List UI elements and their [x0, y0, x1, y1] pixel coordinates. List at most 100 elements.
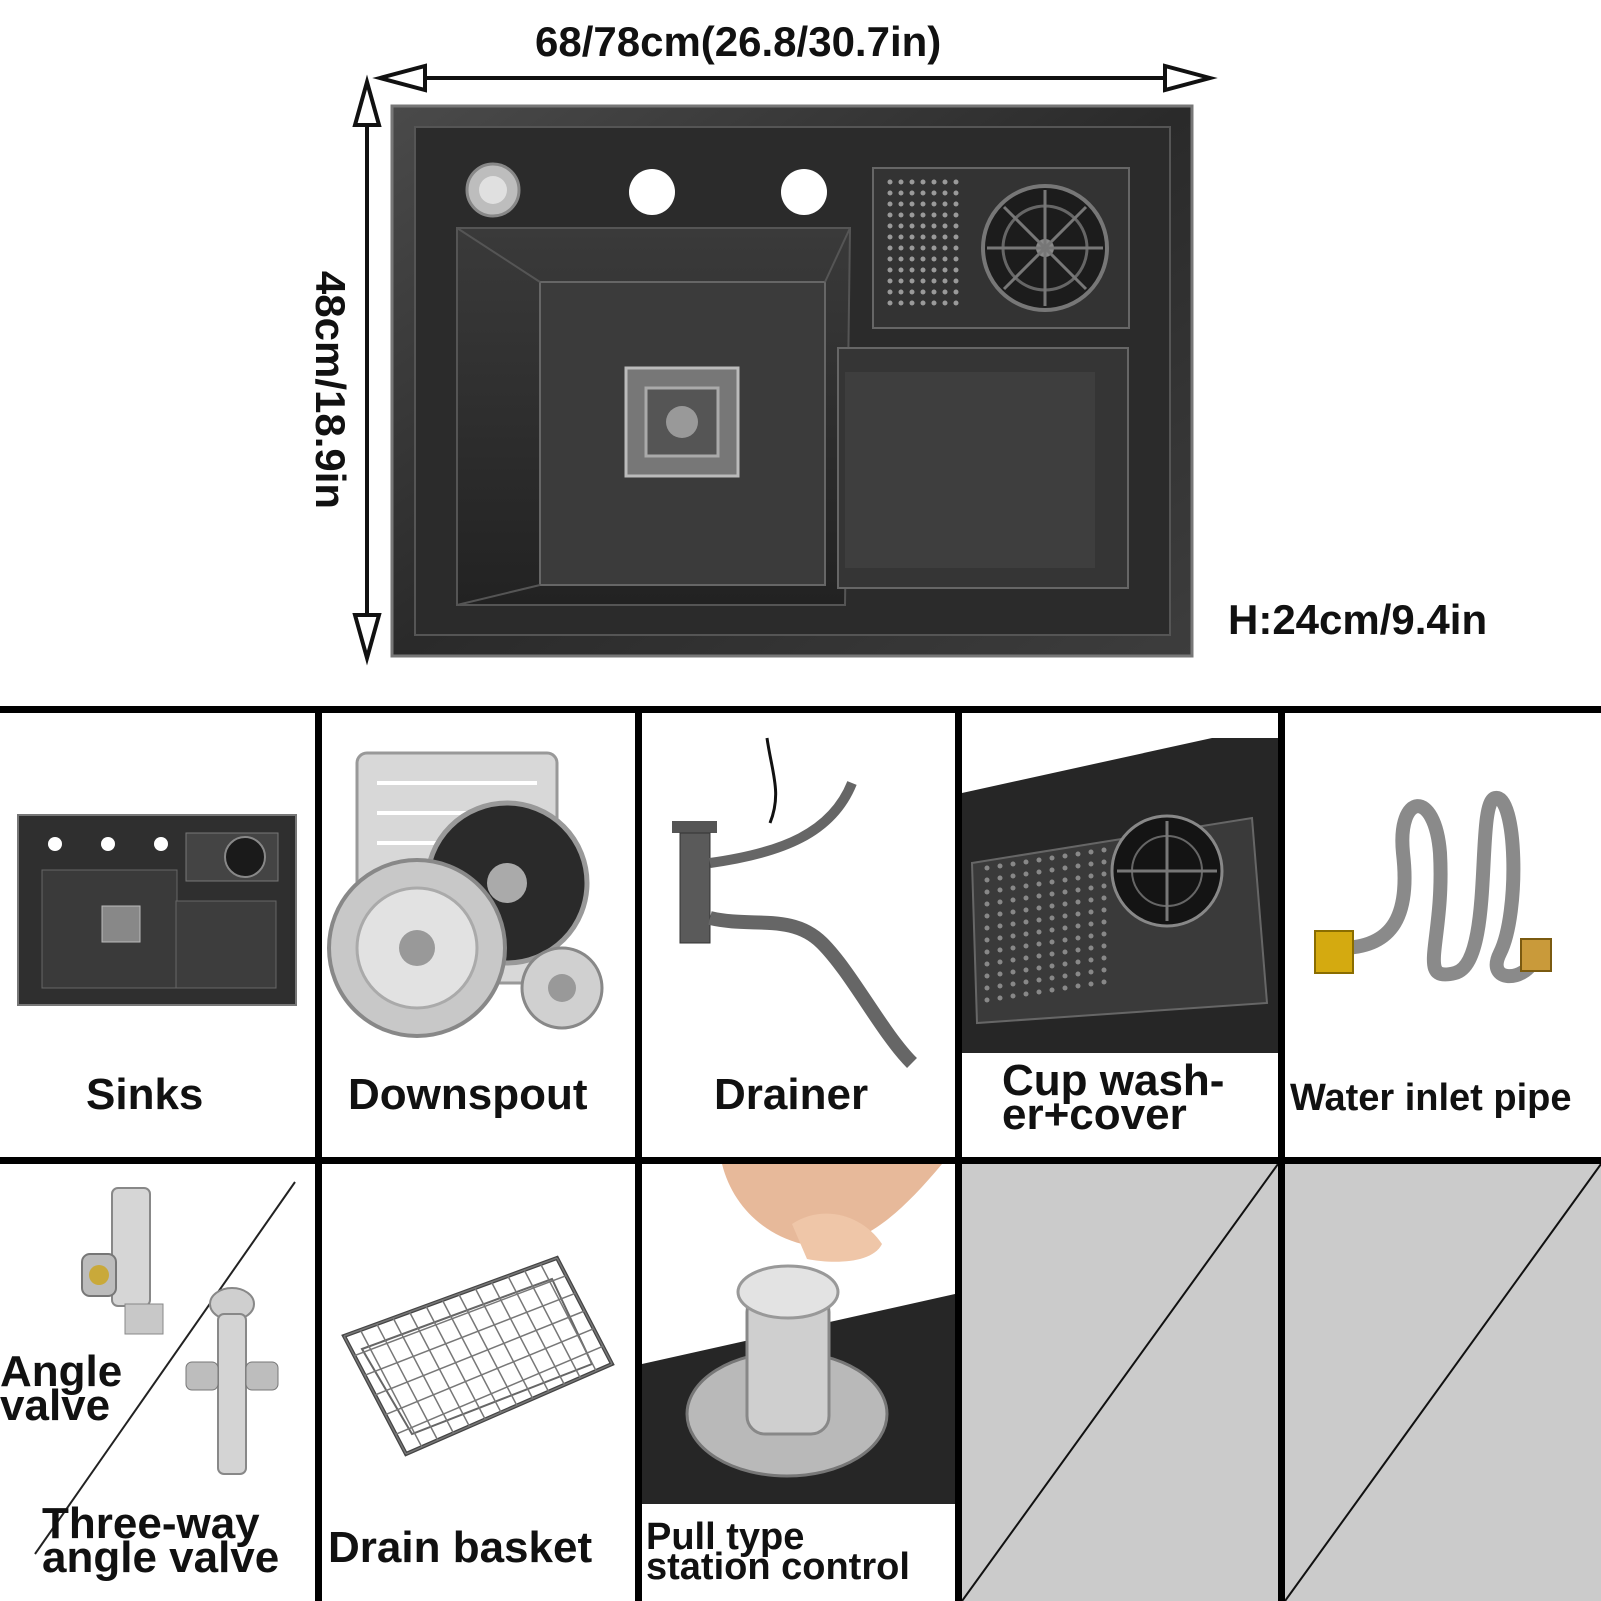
cup-washer-hole: [1010, 969, 1016, 975]
mini-sink-image: [17, 814, 297, 1006]
cup-washer-hole: [1075, 863, 1081, 869]
height-dimension-label: H:24cm/9.4in: [1228, 596, 1488, 643]
three-way-valve-label-line1: Three-way: [42, 1499, 260, 1548]
drainer-image: [672, 737, 918, 1068]
tray-hole: [920, 179, 926, 185]
cup-washer-hole: [997, 983, 1003, 989]
downspout-label: Downspout: [348, 1070, 588, 1119]
tray-hole: [920, 267, 926, 273]
tray-hole: [920, 201, 926, 207]
cup-washer-hole: [1010, 909, 1016, 915]
tray-hole: [931, 256, 937, 262]
cup-washer-hole: [1023, 967, 1029, 973]
cup-washer-label-line2: er+cover: [1002, 1090, 1187, 1139]
tray-hole: [898, 300, 904, 306]
component-drain-basket: Drain basket: [322, 1164, 635, 1601]
cup-washer-hole: [984, 877, 990, 883]
cup-washer-hole: [1036, 893, 1042, 899]
cup-washer-hole: [1049, 891, 1055, 897]
tray-hole: [942, 267, 948, 273]
pull-type-control-image: [642, 1164, 955, 1504]
cup-washer-hole: [1010, 861, 1016, 867]
tray-hole: [953, 300, 959, 306]
cup-washer-hole: [1075, 851, 1081, 857]
cup-washer-hole: [997, 875, 1003, 881]
cup-washer-hole: [997, 887, 1003, 893]
cup-washer-hole: [1088, 861, 1094, 867]
cup-washer-hole: [1023, 895, 1029, 901]
cup-washer-hole: [1062, 865, 1068, 871]
component-water-inlet-pipe: Water inlet pipe: [1285, 713, 1601, 1157]
tray-hole: [909, 245, 915, 251]
tray-hole: [953, 212, 959, 218]
component-cup-washer: Cup wash- er+cover: [962, 713, 1278, 1157]
component-pull-type-control: Pull type station control: [642, 1164, 955, 1601]
cup-washer-hole: [1101, 943, 1107, 949]
cup-washer-hole: [1036, 929, 1042, 935]
tray-hole: [953, 234, 959, 240]
tray-hole: [909, 267, 915, 273]
cup-washer-hole: [984, 889, 990, 895]
cup-washer-hole: [1101, 955, 1107, 961]
cup-washer-hole: [1049, 927, 1055, 933]
cup-washer-hole: [1010, 921, 1016, 927]
placeholder-diagonal-2: [1285, 1164, 1601, 1601]
cup-washer-hole: [1101, 871, 1107, 877]
cup-washer-hole: [1049, 915, 1055, 921]
cup-washer-hole: [1036, 869, 1042, 875]
cup-washer-hole: [1023, 955, 1029, 961]
tray-hole: [887, 245, 893, 251]
valves-image: [34, 1181, 296, 1555]
depth-arrow: [352, 74, 382, 666]
grid-divider-4: [1278, 706, 1285, 1601]
cup-washer-hole: [1062, 889, 1068, 895]
component-drainer: Drainer: [642, 713, 955, 1157]
cup-washer-hole: [1049, 975, 1055, 981]
tray-hole: [920, 190, 926, 196]
tray-hole: [953, 256, 959, 262]
tray-hole: [931, 179, 937, 185]
cup-washer-hole: [1049, 939, 1055, 945]
three-way-valve-label-line2: angle valve: [42, 1533, 280, 1582]
cup-washer-hole: [1101, 895, 1107, 901]
grid-top-border: [0, 706, 1601, 713]
grid-divider-1: [315, 706, 322, 1601]
tray-hole: [942, 190, 948, 196]
cup-washer-hole: [1101, 847, 1107, 853]
cup-washer-hole: [1062, 913, 1068, 919]
cup-washer-hole: [1036, 905, 1042, 911]
cup-washer-hole: [1062, 877, 1068, 883]
tray-hole: [887, 223, 893, 229]
tray-hole: [920, 289, 926, 295]
tray-hole: [898, 201, 904, 207]
tray-hole: [909, 190, 915, 196]
cup-washer-hole: [984, 997, 990, 1003]
angle-valve-label-line2: valve: [0, 1381, 111, 1430]
cup-washer-hole: [984, 865, 990, 871]
cup-washer-hole: [997, 947, 1003, 953]
cup-washer-hole: [1062, 925, 1068, 931]
tray-hole: [942, 201, 948, 207]
tray-hole: [898, 223, 904, 229]
tray-hole: [931, 289, 937, 295]
cup-washer-hole: [1023, 859, 1029, 865]
cup-washer-hole: [984, 949, 990, 955]
cup-washer-hole: [1010, 885, 1016, 891]
cup-washer-hole: [1023, 919, 1029, 925]
cup-washer-hole: [997, 995, 1003, 1001]
cup-washer-hole: [997, 863, 1003, 869]
cup-washer-hole: [1049, 987, 1055, 993]
tray-hole: [898, 245, 904, 251]
tray-hole: [887, 300, 893, 306]
tray-hole: [909, 278, 915, 284]
cup-washer-hole: [1023, 979, 1029, 985]
tray-hole: [953, 223, 959, 229]
basket-wire: [343, 1257, 558, 1337]
cup-washer-hole: [1088, 981, 1094, 987]
tray-hole: [887, 289, 893, 295]
cup-washer-hole: [1088, 957, 1094, 963]
tray-hole: [931, 267, 937, 273]
cup-washer-hole: [1062, 949, 1068, 955]
tray-hole: [942, 223, 948, 229]
cup-washer-hole: [997, 923, 1003, 929]
